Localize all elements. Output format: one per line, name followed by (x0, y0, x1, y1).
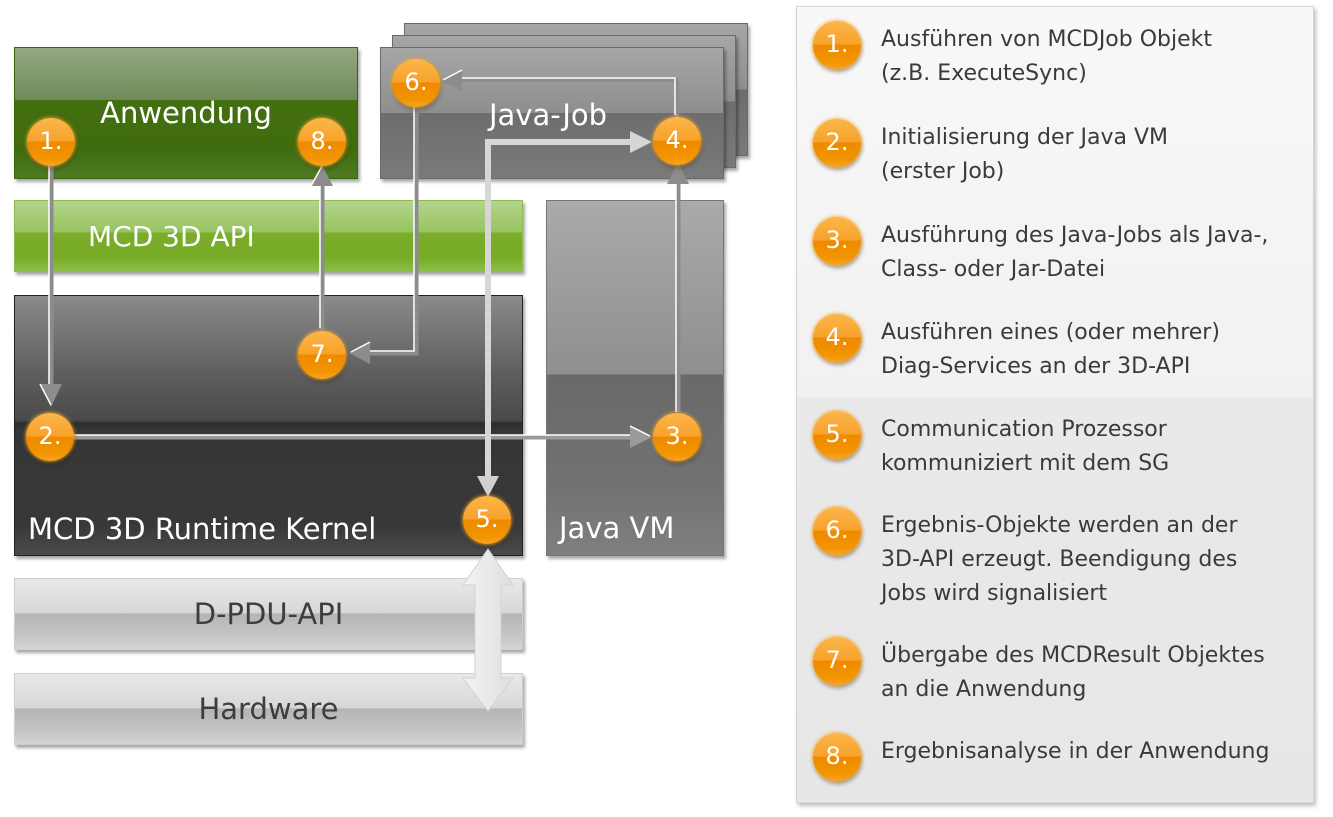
legend-badge: 7. (813, 637, 861, 685)
legend-text: Ergebnis-Objekte werden an der 3D-API er… (881, 509, 1311, 611)
legend-line: Übergabe des MCDResult Objektes (881, 643, 1265, 668)
step-badge-5: 5. (463, 496, 511, 544)
legend-text: Ausführen eines (oder mehrer) Diag-Servi… (881, 316, 1311, 384)
legend-text: Initialisierung der Java VM (erster Job) (881, 121, 1311, 189)
java-job-label: Java-Job (489, 98, 608, 132)
runtime-kernel-box: MCD 3D Runtime Kernel (14, 295, 523, 556)
legend-text: Ausführung des Java-Jobs als Java-, Clas… (881, 219, 1311, 287)
legend-text: Ergebnisanalyse in der Anwendung (881, 735, 1311, 769)
legend-line: Initialisierung der Java VM (881, 125, 1169, 150)
java-vm-box: Java VM (546, 200, 724, 556)
step-badge-4: 4. (653, 117, 701, 165)
legend-text: Ausführen von MCDJob Objekt (z.B. Execut… (881, 23, 1311, 91)
legend-line: kommuniziert mit dem SG (881, 451, 1170, 476)
legend-line: an die Anwendung (881, 677, 1087, 702)
legend-badge: 3. (813, 217, 861, 265)
legend-badge: 8. (813, 733, 861, 781)
legend-line: (erster Job) (881, 159, 1005, 184)
mcd-3d-api-label: MCD 3D API (88, 220, 255, 253)
legend-line: Diag-Services an der 3D-API (881, 354, 1191, 379)
legend-line: Ausführung des Java-Jobs als Java-, (881, 223, 1269, 248)
legend-badge: 4. (813, 314, 861, 362)
step-badge-1: 1. (27, 118, 75, 166)
step-badge-7: 7. (298, 331, 346, 379)
legend-badge: 6. (813, 507, 861, 555)
hardware-box: Hardware (14, 673, 523, 745)
mcd-3d-api-box: MCD 3D API (14, 200, 523, 272)
legend-line: Ergebnisanalyse in der Anwendung (881, 739, 1270, 764)
d-pdu-api-label: D-PDU-API (193, 597, 344, 631)
legend-line: (z.B. ExecuteSync) (881, 61, 1087, 86)
legend-line: Class- oder Jar-Datei (881, 257, 1106, 282)
step-badge-8: 8. (298, 118, 346, 166)
legend-badge: 1. (813, 21, 861, 69)
legend-line: Ausführen von MCDJob Objekt (881, 27, 1213, 52)
java-vm-label: Java VM (559, 511, 675, 545)
legend-text: Communication Prozessor kommuniziert mit… (881, 413, 1311, 481)
legend-line: Ergebnis-Objekte werden an der (881, 513, 1238, 538)
legend-text: Übergabe des MCDResult Objektes an die A… (881, 639, 1311, 707)
legend-panel: 1. Ausführen von MCDJob Objekt (z.B. Exe… (796, 6, 1314, 803)
step-badge-2: 2. (26, 413, 74, 461)
step-badge-6: 6. (392, 59, 440, 107)
legend-line: Ausführen eines (oder mehrer) (881, 320, 1220, 345)
runtime-kernel-label: MCD 3D Runtime Kernel (28, 512, 377, 546)
application-label: Anwendung (100, 96, 272, 130)
legend-badge: 2. (813, 119, 861, 167)
d-pdu-api-box: D-PDU-API (14, 578, 523, 650)
legend-badge: 5. (813, 411, 861, 459)
legend-line: Jobs wird signalisiert (881, 581, 1108, 606)
application-box: Anwendung (14, 47, 358, 179)
legend-line: Communication Prozessor (881, 417, 1167, 442)
legend-line: 3D-API erzeugt. Beendigung des (881, 547, 1238, 572)
hardware-label: Hardware (198, 692, 339, 726)
step-badge-3: 3. (653, 413, 701, 461)
